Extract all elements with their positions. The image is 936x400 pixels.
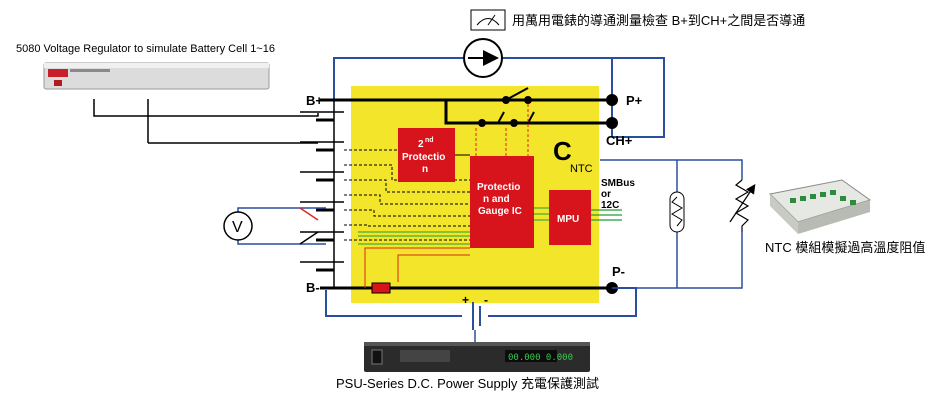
p-plus-terminal xyxy=(606,94,618,106)
charge-switches xyxy=(478,87,535,127)
psu-display: 00.000 0.000 xyxy=(508,353,573,363)
ch-plus-terminal xyxy=(606,117,618,129)
ammeter-circle-icon xyxy=(463,38,503,78)
voltmeter-icon: V xyxy=(223,211,253,241)
thermistor-icon xyxy=(669,191,685,233)
fuse-icon xyxy=(371,282,391,294)
psu-caption: PSU-Series D.C. Power Supply 充電保護測試 xyxy=(336,376,599,391)
ntc-label: NTC xyxy=(570,163,593,175)
svg-text:Protectio: Protectio xyxy=(477,182,520,193)
i2c-label: 12C xyxy=(601,200,619,211)
voltmeter-wiring xyxy=(237,207,326,245)
svg-text:MPU: MPU xyxy=(557,214,579,225)
smbus-lines xyxy=(591,209,622,221)
b-plus-label: B+ xyxy=(306,93,323,108)
c-label: C xyxy=(553,136,572,166)
svg-text:nd: nd xyxy=(425,137,434,144)
mpu-chip: MPU xyxy=(549,190,591,245)
svg-text:2: 2 xyxy=(418,139,424,150)
regulator-caption: 5080 Voltage Regulator to simulate Batte… xyxy=(16,43,275,55)
psu-terminal: + - xyxy=(462,293,488,330)
legend-ammeter-icon xyxy=(470,9,506,31)
svg-text:V: V xyxy=(232,219,243,236)
b-minus-label: B- xyxy=(306,280,320,295)
variable-resistor-icon xyxy=(729,179,756,232)
second-protection-chip: 2 nd Protectio n xyxy=(398,128,455,182)
battery-cells xyxy=(300,100,344,288)
red-traces xyxy=(364,104,529,288)
legend-note: 用萬用電錶的導通測量檢查 B+到CH+之間是否導通 xyxy=(512,13,805,28)
ntc-caption: NTC 模組模擬過高溫度阻值 xyxy=(765,240,925,255)
smbus-or-label: or xyxy=(601,189,611,200)
p-plus-label: P+ xyxy=(626,93,643,108)
psu-device: 00.000 0.000 xyxy=(364,342,590,372)
svg-text:+: + xyxy=(462,293,469,307)
ntc-module-device xyxy=(768,179,872,234)
svg-text:-: - xyxy=(484,293,488,307)
gauge-ic-chip: Protectio n and Gauge IC xyxy=(470,156,534,248)
ch-plus-label: CH+ xyxy=(606,133,633,148)
ntc-wiring xyxy=(600,159,743,289)
power-rails xyxy=(320,98,612,290)
p-minus-label: P- xyxy=(612,264,625,279)
green-sense-lines xyxy=(358,231,470,245)
voltage-regulator-device xyxy=(43,62,270,90)
smbus-label: SMBus xyxy=(601,178,635,189)
svg-text:Protectio: Protectio xyxy=(402,152,445,163)
svg-text:n and: n and xyxy=(483,194,510,205)
svg-text:n: n xyxy=(422,164,428,175)
svg-text:Gauge IC: Gauge IC xyxy=(478,206,522,217)
